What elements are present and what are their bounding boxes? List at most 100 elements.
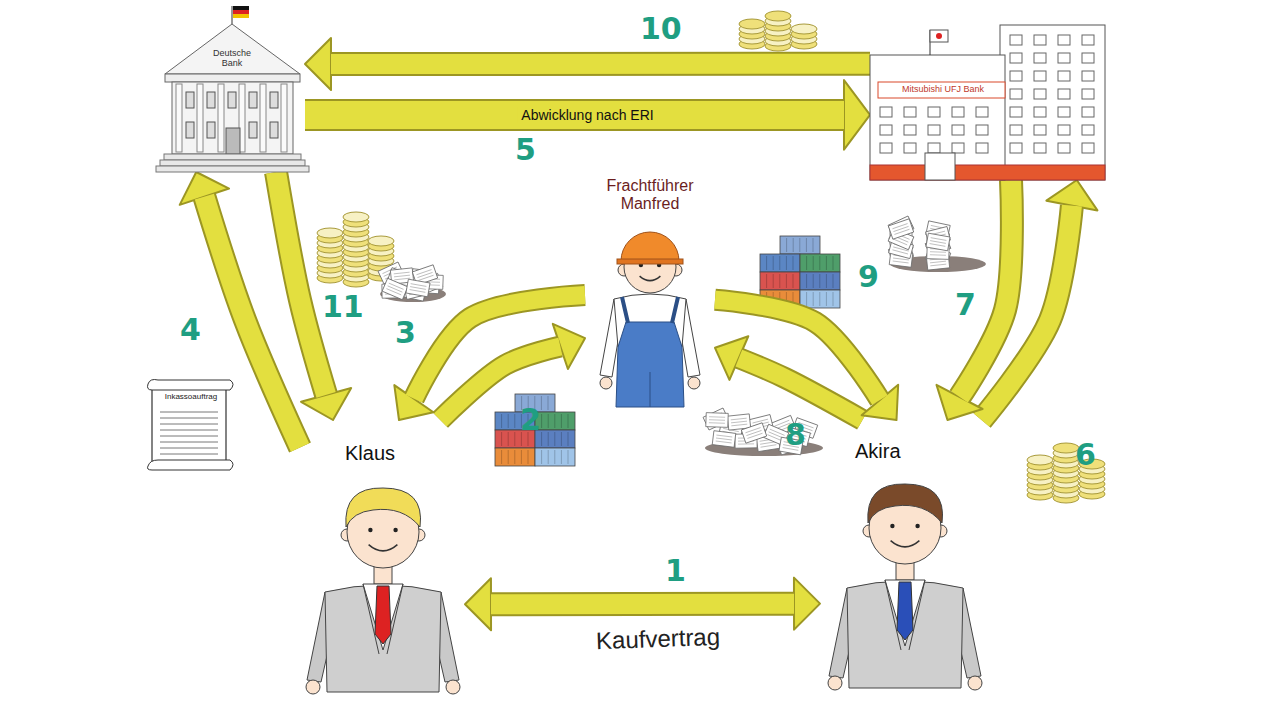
window: [1082, 71, 1094, 81]
hair: [868, 484, 943, 523]
leg-seam: [650, 372, 651, 407]
contract-label: Kaufvertrag: [596, 624, 721, 655]
container-rib: [528, 450, 529, 464]
container-rib: [508, 414, 509, 428]
column: [197, 84, 203, 152]
container-rib: [766, 274, 767, 288]
helmet-brim: [617, 259, 683, 264]
window: [1010, 143, 1022, 153]
sheet-line: [716, 438, 732, 440]
sheet-line: [410, 287, 426, 290]
arrow-outline: [491, 592, 794, 617]
step: [164, 154, 301, 160]
arrow-outline: [414, 295, 585, 399]
window: [952, 125, 964, 135]
container-rib: [813, 256, 814, 270]
sheet-line: [394, 275, 410, 277]
window: [1082, 143, 1094, 153]
container-rib: [833, 292, 834, 306]
sheet-line: [930, 254, 946, 256]
container: [800, 254, 840, 272]
container-rib: [779, 256, 780, 270]
arrow-body: [960, 180, 1012, 397]
arrow-outline: [960, 180, 1012, 397]
container-rib: [786, 274, 787, 288]
container-rib: [826, 274, 827, 288]
window: [952, 107, 964, 117]
sheet-line: [893, 258, 909, 260]
arrow-head: [305, 38, 331, 90]
container-rib: [541, 396, 542, 410]
sheet: [706, 413, 728, 428]
window: [1058, 107, 1070, 117]
container-rib: [799, 238, 800, 252]
sheet-line: [731, 421, 747, 423]
window: [1082, 125, 1094, 135]
hand: [968, 676, 982, 690]
callout-number: 8: [785, 420, 806, 450]
document-sheet: [406, 279, 430, 297]
arrow-body: [715, 300, 880, 400]
container-rib: [514, 432, 515, 446]
container-rib: [568, 414, 569, 428]
window: [1034, 35, 1046, 45]
callout-number: 6: [1075, 440, 1096, 470]
arrow-body: [276, 172, 326, 395]
container-rib: [793, 274, 794, 288]
callout-number: 5: [515, 135, 536, 165]
container: [760, 254, 800, 272]
arrow-outline: [305, 99, 844, 131]
window: [1034, 71, 1046, 81]
window: [1082, 89, 1094, 99]
window: [249, 92, 257, 108]
document-sheet: [703, 408, 729, 430]
window: [880, 107, 892, 117]
container-rib: [766, 256, 767, 270]
eye: [915, 524, 919, 528]
window: [207, 92, 215, 108]
window: [1058, 35, 1070, 45]
container-rib: [773, 256, 774, 270]
sheet-line: [389, 283, 404, 289]
flow-arrow: [937, 180, 1012, 420]
window: [1058, 143, 1070, 153]
flow-arrow: [394, 295, 585, 420]
window: [249, 122, 257, 138]
container-rib: [568, 432, 569, 446]
step: [160, 160, 305, 166]
person-figure: [306, 488, 460, 694]
container-rib: [548, 414, 549, 428]
window: [1058, 53, 1070, 63]
document-pile: [378, 262, 446, 302]
flag-sun: [936, 33, 942, 39]
node-box: Mitsubishi UFJ Bank: [870, 25, 1105, 180]
step: [156, 166, 309, 172]
window: [1082, 53, 1094, 63]
sheet-line: [418, 275, 433, 280]
scroll-line: [160, 436, 218, 437]
arrow-head: [844, 80, 870, 150]
sheet: [926, 233, 950, 251]
suit: [325, 585, 441, 692]
sheet-line: [767, 435, 782, 441]
callout-number: 7: [955, 290, 976, 320]
sheet-line: [731, 418, 747, 420]
scroll-line: [160, 442, 218, 443]
sheet: [741, 423, 766, 443]
container-rib: [813, 292, 814, 306]
sheet-line: [930, 264, 946, 266]
scroll-paper: [152, 388, 226, 462]
document-pile: [703, 408, 823, 456]
sheet-line: [411, 284, 427, 287]
container: [800, 272, 840, 290]
document-sheet: [712, 431, 736, 448]
scroll-roll: [148, 380, 234, 391]
arrow-body: [414, 295, 585, 399]
window: [1034, 53, 1046, 63]
container-rib: [514, 450, 515, 464]
scroll-line: [160, 412, 218, 413]
container-rib: [819, 274, 820, 288]
container-rib: [806, 274, 807, 288]
sheet: [406, 279, 430, 297]
sheet-line: [770, 429, 785, 435]
